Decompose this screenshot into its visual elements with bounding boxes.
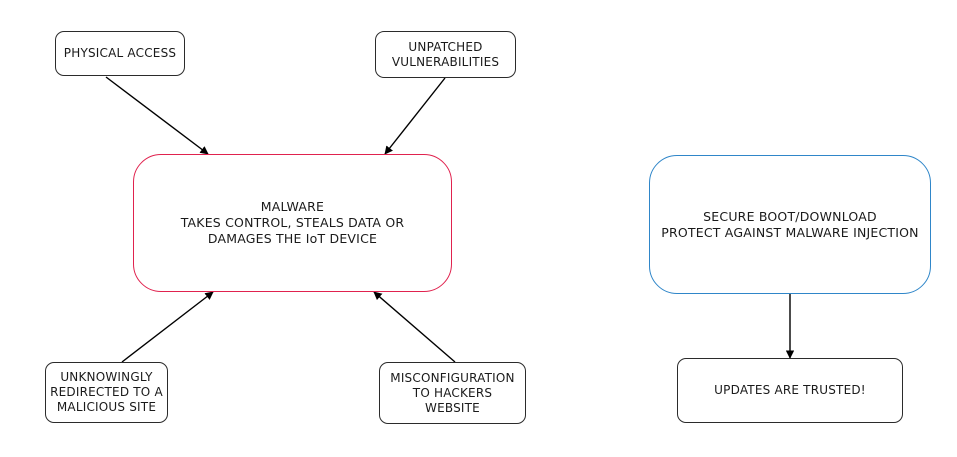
node-unpatched-line-2: VULNERABILITIES	[391, 54, 500, 69]
node-secure-boot-line-1: SECURE BOOT/DOWNLOAD	[703, 208, 877, 224]
node-physical-access: PHYSICAL ACCESS	[55, 31, 185, 76]
node-misconfig-line-2: TO HACKERS	[412, 385, 493, 400]
node-malware-line-3: DAMAGES THE IoT DEVICE	[207, 231, 378, 246]
arrow-physical-to-malware	[105, 76, 209, 155]
arrow-unpatched-to-malware	[384, 77, 446, 155]
node-physical-access-line-1: PHYSICAL ACCESS	[63, 46, 177, 60]
node-malware-line-2: TAKES CONTROL, STEALS DATA OR	[180, 215, 405, 230]
node-updates-line-1: UPDATES ARE TRUSTED!	[714, 383, 866, 397]
node-malware-line-1: MALWARE	[260, 199, 325, 214]
arrow-redirected-to-malware	[121, 291, 214, 363]
node-malware: MALWARE TAKES CONTROL, STEALS DATA OR DA…	[133, 154, 452, 292]
node-secure-boot-line-2: PROTECT AGAINST MALWARE INJECTION	[661, 224, 919, 240]
node-misconfig-line-3: WEBSITE	[425, 400, 480, 415]
node-updates-trusted: UPDATES ARE TRUSTED!	[677, 358, 903, 423]
node-unpatched-line-1: UNPATCHED	[408, 39, 483, 54]
node-unknowingly-redirected: UNKNOWINGLY REDIRECTED TO A MALICIOUS SI…	[45, 362, 168, 423]
node-misconfiguration: MISCONFIGURATION TO HACKERS WEBSITE	[379, 362, 526, 424]
node-redirected-line-1: UNKNOWINGLY	[60, 370, 153, 384]
arrow-misconfig-to-malware	[373, 291, 456, 363]
node-redirected-line-2: REDIRECTED TO A	[50, 385, 163, 399]
node-unpatched-vulnerabilities: UNPATCHED VULNERABILITIES	[375, 31, 516, 78]
node-secure-boot: SECURE BOOT/DOWNLOAD PROTECT AGAINST MAL…	[649, 155, 931, 294]
node-misconfig-line-1: MISCONFIGURATION	[390, 370, 515, 385]
node-redirected-line-3: MALICIOUS SITE	[56, 400, 157, 414]
